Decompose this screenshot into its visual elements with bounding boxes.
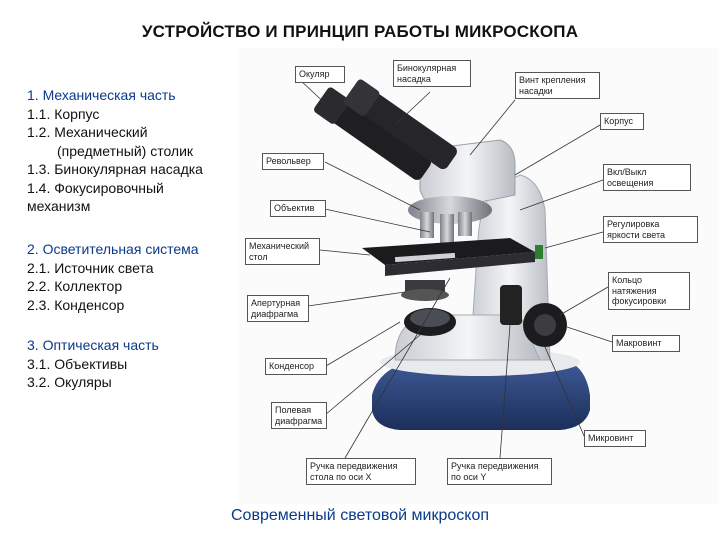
outline-item: 2.1. Источник света <box>27 259 154 276</box>
label-condenser: Конденсор <box>265 358 327 375</box>
figure-caption: Современный световой микроскоп <box>230 507 489 524</box>
outline-item: механизм <box>27 198 91 214</box>
outline-item: 2.2. Коллектор <box>27 278 123 294</box>
label-field-diaphragm: Полевая диафрагма <box>271 402 327 429</box>
label-binocular-head: Бинокулярная насадка <box>393 60 471 87</box>
label-head-screw: Винт крепления насадки <box>515 72 600 99</box>
binocular-head <box>314 79 516 211</box>
label-brightness: Регулировка яркости света <box>603 216 698 243</box>
label-ocular: Окуляр <box>295 66 345 83</box>
section-illumination: 2. Осветительная система 2.1. Источник с… <box>27 240 252 314</box>
page-title: УСТРОЙСТВО И ПРИНЦИП РАБОТЫ МИКРОСКОПА <box>141 22 579 41</box>
label-macro-screw: Макровинт <box>612 335 680 352</box>
power-switch <box>535 245 543 259</box>
field-diaphragm <box>404 308 456 336</box>
label-objective: Объектив <box>270 200 326 217</box>
section-heading: 1. Механическая часть <box>27 87 176 103</box>
outline-item: (предметный) столик <box>57 142 194 159</box>
mechanical-stage <box>362 238 535 276</box>
label-aperture: Апертурная диафрагма <box>247 295 309 322</box>
outline-item: 1.4. Фокусировочный <box>27 179 164 196</box>
section-mechanical: 1. Механическая часть 1.1. Корпус 1.2. М… <box>27 86 252 216</box>
revolver <box>408 196 492 244</box>
outline-item: 2.3. Конденсор <box>27 296 125 313</box>
leader-lines <box>299 79 613 459</box>
label-stage-x: Ручка передвижения стола по оси X <box>306 458 416 485</box>
label-mech-stage: Механический стол <box>245 238 320 265</box>
label-body: Корпус <box>600 113 644 130</box>
outline-item: 1.2. Механический <box>27 124 148 140</box>
outline-item: 3.2. Окуляры <box>27 374 112 390</box>
section-heading: 3. Оптическая часть <box>27 337 159 353</box>
label-micro-screw: Микровинт <box>584 430 646 447</box>
label-tension-ring: Кольцо натяжения фокусировки <box>608 272 690 310</box>
label-stage-y: Ручка передвижения по оси Y <box>447 458 552 485</box>
focus-knobs <box>500 285 567 347</box>
label-light-switch: Вкл/Выкл освещения <box>603 164 691 191</box>
section-heading: 2. Осветительная система <box>27 241 199 257</box>
condenser <box>401 280 449 301</box>
section-optical: 3. Оптическая часть 3.1. Объективы 3.2. … <box>27 336 252 392</box>
outline-item: 1.1. Корпус <box>27 105 100 122</box>
outline-item: 1.3. Бинокулярная насадка <box>27 161 203 177</box>
outline-item: 3.1. Объективы <box>27 355 128 372</box>
label-revolver: Револьвер <box>262 153 324 170</box>
